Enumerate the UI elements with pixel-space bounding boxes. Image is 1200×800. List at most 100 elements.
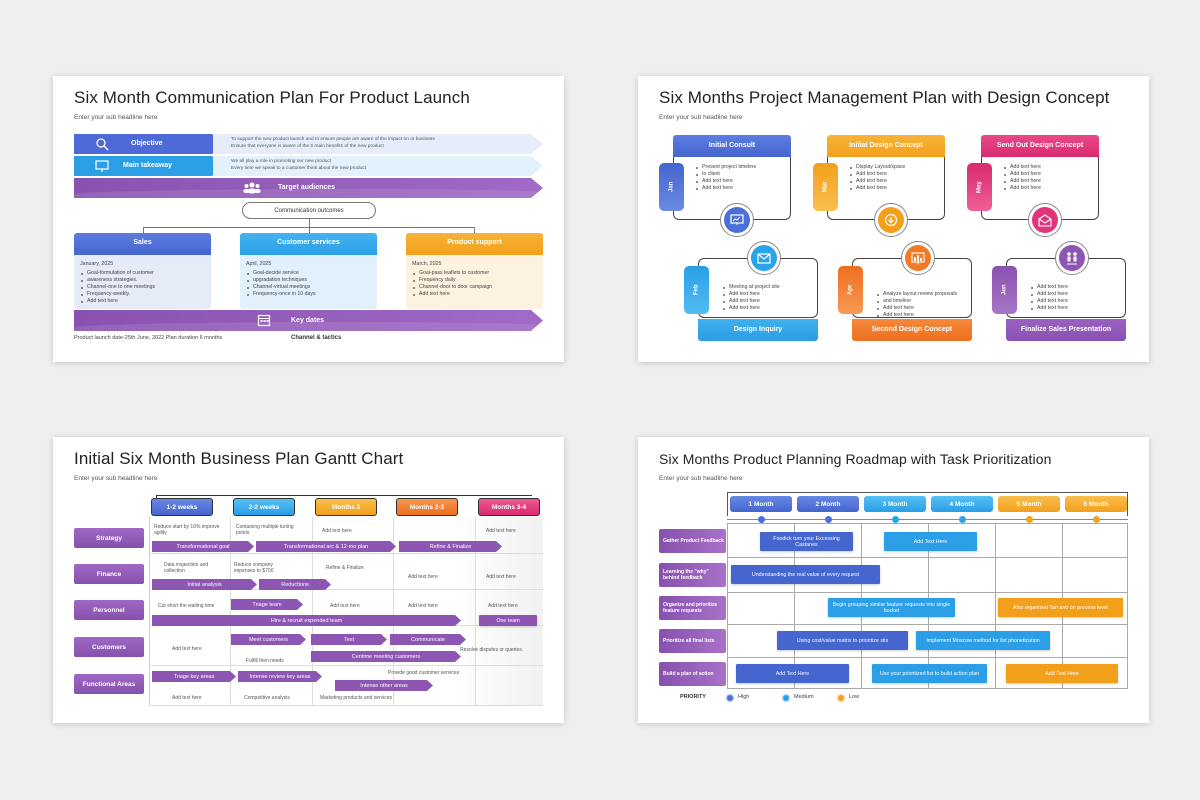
- grid-line: [794, 523, 795, 689]
- list-item: Channel-virtual meetings: [246, 284, 316, 291]
- list-item: Add text here: [80, 298, 155, 305]
- download-icon-circle: [874, 203, 908, 237]
- timeline-dot: [1093, 516, 1100, 523]
- row-label-personnel: Personnel: [74, 600, 144, 620]
- row-label-organize-prioritize: Organize and prioritize feature requests: [659, 596, 726, 620]
- roadmap-bar: Begin grouping similar feature requests …: [828, 598, 955, 617]
- feb-tab: Feb: [684, 266, 709, 314]
- gantt-bar: Initial analysis: [152, 579, 257, 590]
- outcomes-pill: Communication outcomes: [242, 202, 376, 219]
- people-icon: [243, 181, 261, 195]
- slide-product-roadmap[interactable]: Six Months Product Planning Roadmap with…: [638, 437, 1149, 723]
- presentation-icon: [1067, 252, 1077, 265]
- gantt-bar: One team: [479, 615, 537, 626]
- target-audiences-bar: [74, 178, 543, 198]
- list-item: Present project timeline: [695, 164, 756, 171]
- roadmap-bar: Foodick turn your Excessing Castanes: [760, 532, 853, 551]
- customer-services-list: Goal-decide service upgradation techniqu…: [246, 270, 316, 298]
- chart-icon-circle: [901, 241, 935, 275]
- timeline-dot: [892, 516, 899, 523]
- row-label-customers: Customers: [74, 637, 144, 657]
- download-icon: [884, 213, 898, 227]
- apr-tab: Apr: [838, 266, 863, 314]
- grid-line: [149, 665, 543, 666]
- list-item: Add text here: [722, 291, 780, 298]
- gantt-note: Marketing products and services: [320, 695, 392, 701]
- list-item: awareness strategies.: [80, 277, 155, 284]
- monitor-icon-circle: [720, 203, 754, 237]
- gantt-header-2: 2-2 weeks: [233, 498, 295, 516]
- list-item: Add text here: [1003, 164, 1041, 171]
- slide-title: Six Month Communication Plan For Product…: [74, 88, 470, 107]
- product-support-list: Goal-pass leaflets to customer Frequency…: [412, 270, 492, 298]
- gantt-bar: Transformational goal: [152, 541, 254, 552]
- product-support-card-header: Product support: [406, 233, 543, 255]
- list-item: Add text here: [849, 171, 905, 178]
- row-label-build-plan: Build a plan of action: [659, 662, 726, 686]
- connector-line: [474, 227, 475, 233]
- product-support-date: March, 2025: [412, 261, 442, 267]
- gantt-bar: Triage team: [231, 599, 303, 610]
- send-out-design-concept-header: Send Out Design Concept: [981, 135, 1099, 157]
- roadmap-bar: Also organized Tan and on process level: [998, 598, 1123, 617]
- slide-subtitle: Enter your sub headline here: [74, 114, 158, 121]
- customer-services-date: April, 2025: [246, 261, 272, 267]
- row-label-learning-why: Learning the "why" behind feedback: [659, 563, 726, 587]
- list-item: Add text here: [1030, 305, 1068, 312]
- month-header-4: 4 Month: [931, 496, 993, 512]
- slide-title: Initial Six Month Business Plan Gantt Ch…: [74, 449, 404, 468]
- gantt-bar: Intense other areas: [335, 680, 433, 691]
- timeline-line: [727, 519, 1128, 520]
- takeaway-line-1: We all play a role in promoting our new …: [231, 159, 332, 164]
- roadmap-bar: Add Text Here: [884, 532, 977, 551]
- gantt-note: Add text here: [486, 574, 516, 580]
- slide-gantt-chart[interactable]: Initial Six Month Business Plan Gantt Ch…: [53, 437, 564, 723]
- envelope-icon-circle: [747, 241, 781, 275]
- gantt-note: Competitive analysis: [244, 695, 290, 701]
- design-inquiry-header: Design Inquiry: [698, 319, 818, 341]
- gantt-note: Add text here: [172, 695, 202, 701]
- takeaway-text-arrow: [213, 156, 543, 176]
- slide-project-management[interactable]: Six Months Project Management Plan with …: [638, 76, 1149, 362]
- gantt-header-1: 1-2 weeks: [151, 498, 213, 516]
- gantt-note: Add text here: [172, 646, 202, 652]
- gantt-bar: Intense review key areas: [238, 671, 322, 682]
- sales-list: Goal-formulation of customer awareness s…: [80, 270, 155, 305]
- list-item: upgradation techniques: [246, 277, 316, 284]
- feb-list: Meeting at project site Add text here Ad…: [722, 284, 780, 312]
- list-item: Goal-formulation of customer: [80, 270, 155, 277]
- objective-line-1: To support the new product launch and to…: [231, 137, 435, 142]
- list-item: Goal-decide service: [246, 270, 316, 277]
- row-label-functional-areas: Functional Areas: [74, 674, 144, 694]
- list-item: Add text here: [849, 178, 905, 185]
- target-audiences-label: Target audiences: [278, 184, 336, 191]
- takeaway-label: Main takeaway: [123, 162, 173, 169]
- list-item: Add text here: [1003, 185, 1041, 192]
- gantt-note: Fulfill then needs: [246, 658, 284, 664]
- gantt-header-5: Months 3-4: [478, 498, 540, 516]
- gantt-bar: Communicate: [390, 634, 466, 645]
- customer-services-card-header: Customer services: [240, 233, 377, 255]
- month-header-6: 6 Month: [1065, 496, 1127, 512]
- priority-label: PRIORITY: [680, 694, 706, 700]
- gantt-note: Refine & Finalize: [326, 565, 364, 571]
- slide-communication-plan[interactable]: Six Month Communication Plan For Product…: [53, 76, 564, 362]
- legend-low-dot: [838, 695, 844, 701]
- grid-line: [230, 517, 231, 705]
- list-item: Add text here: [1003, 171, 1041, 178]
- list-item: Add text here: [1030, 284, 1068, 291]
- search-person-icon: [95, 137, 109, 151]
- row-label-finance: Finance: [74, 564, 144, 584]
- grid-line: [475, 517, 476, 705]
- slide-title: Six Months Product Planning Roadmap with…: [659, 451, 1052, 467]
- gantt-note: Add text here: [488, 603, 518, 609]
- slide-subtitle: Enter your sub headline here: [659, 114, 743, 121]
- roadmap-bar: Understanding the real value of every re…: [731, 565, 880, 584]
- list-item: Display Layout/space: [849, 164, 905, 171]
- list-item: Goal-pass leaflets to customer: [412, 270, 492, 277]
- gantt-note: Provide good customer services: [388, 670, 460, 676]
- legend-high-label: High: [738, 694, 750, 700]
- initial-design-concept-header: Initial Design Concept: [827, 135, 945, 157]
- footer-right-text: Channel & tactics: [291, 335, 342, 341]
- list-item: Analyze layout review proposals: [876, 291, 957, 298]
